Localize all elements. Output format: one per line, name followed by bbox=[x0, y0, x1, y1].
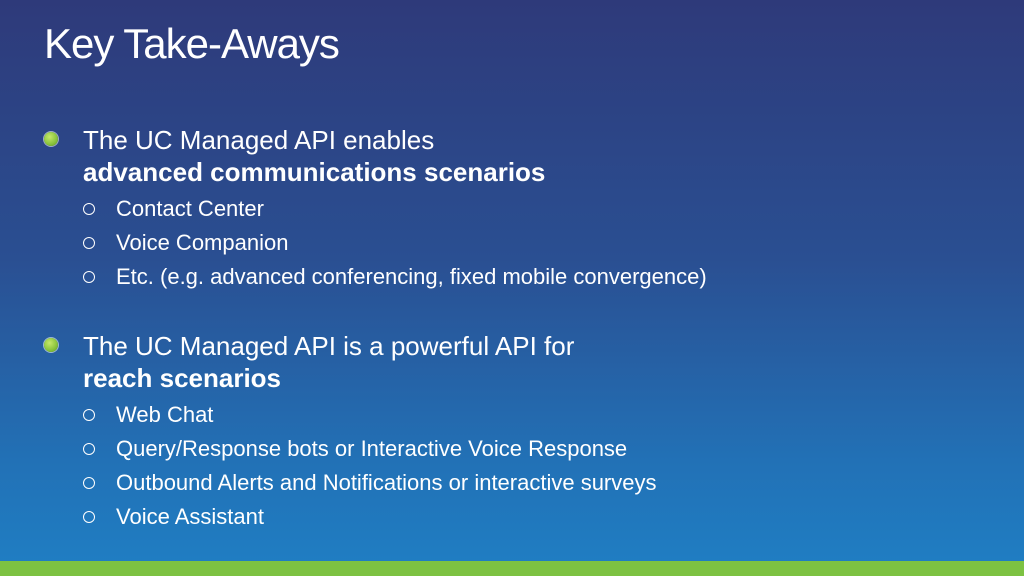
hollow-circle-icon bbox=[83, 511, 95, 523]
sub-bullet-text: Contact Center bbox=[116, 196, 264, 221]
green-bullet-icon bbox=[44, 338, 58, 352]
main-bullet: The UC Managed API is a powerful API for… bbox=[44, 330, 1004, 394]
sub-bullet-list: Web Chat Query/Response bots or Interact… bbox=[44, 398, 1004, 534]
sub-bullet-item: Outbound Alerts and Notifications or int… bbox=[83, 466, 1004, 500]
bullet-group-reach-scenarios: The UC Managed API is a powerful API for… bbox=[44, 330, 1004, 534]
sub-bullet-item: Web Chat bbox=[83, 398, 1004, 432]
hollow-circle-icon bbox=[83, 203, 95, 215]
main-bullet-text: The UC Managed API is a powerful API for bbox=[83, 331, 575, 361]
sub-bullet-item: Query/Response bots or Interactive Voice… bbox=[83, 432, 1004, 466]
sub-bullet-item: Voice Companion bbox=[83, 226, 1004, 260]
main-bullet: The UC Managed API enables advanced comm… bbox=[44, 124, 1004, 188]
hollow-circle-icon bbox=[83, 409, 95, 421]
main-bullet-emphasis: advanced communications scenarios bbox=[83, 157, 546, 187]
sub-bullet-text: Voice Assistant bbox=[116, 504, 264, 529]
hollow-circle-icon bbox=[83, 237, 95, 249]
sub-bullet-text: Query/Response bots or Interactive Voice… bbox=[116, 436, 628, 461]
hollow-circle-icon bbox=[83, 271, 95, 283]
bullet-group-advanced-scenarios: The UC Managed API enables advanced comm… bbox=[44, 124, 1004, 294]
hollow-circle-icon bbox=[83, 443, 95, 455]
sub-bullet-text: Web Chat bbox=[116, 402, 214, 427]
slide-title: Key Take-Aways bbox=[44, 20, 340, 67]
sub-bullet-item: Contact Center bbox=[83, 192, 1004, 226]
sub-bullet-text: Etc. (e.g. advanced conferencing, fixed … bbox=[116, 264, 707, 289]
main-bullet-text: The UC Managed API enables bbox=[83, 125, 435, 155]
sub-bullet-list: Contact Center Voice Companion Etc. (e.g… bbox=[44, 192, 1004, 294]
green-bullet-icon bbox=[44, 132, 58, 146]
hollow-circle-icon bbox=[83, 477, 95, 489]
sub-bullet-text: Voice Companion bbox=[116, 230, 289, 255]
main-bullet-emphasis: reach scenarios bbox=[83, 363, 282, 393]
footer-accent-bar bbox=[0, 561, 1024, 576]
sub-bullet-item: Etc. (e.g. advanced conferencing, fixed … bbox=[83, 260, 1004, 294]
sub-bullet-text: Outbound Alerts and Notifications or int… bbox=[116, 470, 657, 495]
sub-bullet-item: Voice Assistant bbox=[83, 500, 1004, 534]
